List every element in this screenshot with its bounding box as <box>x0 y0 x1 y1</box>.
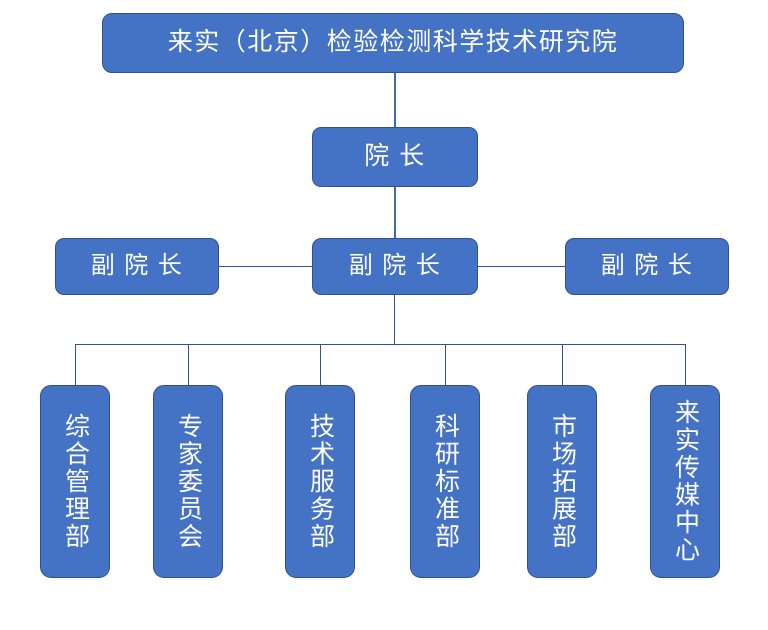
connector-vp-to-department-bus <box>394 295 395 344</box>
org-node-president-label: 院 长 <box>364 142 426 171</box>
org-node-vice-president-left[interactable]: 副 院 长 <box>55 238 219 295</box>
org-node-vice-president-center-label: 副 院 长 <box>348 252 442 280</box>
org-node-root-label: 来实（北京）检验检测科学技术研究院 <box>167 28 619 57</box>
org-node-vice-president-left-label: 副 院 长 <box>90 252 184 280</box>
org-node-vice-president-center[interactable]: 副 院 长 <box>312 238 478 295</box>
connector-root-to-president <box>394 73 396 127</box>
org-node-president[interactable]: 院 长 <box>312 127 478 187</box>
org-node-root[interactable]: 来实（北京）检验检测科学技术研究院 <box>102 13 684 73</box>
org-node-department-research-standards[interactable]: 科研标准部 <box>410 385 480 578</box>
org-node-department-general-management-label: 综合管理部 <box>61 412 90 551</box>
org-node-department-market-development-label: 市场拓展部 <box>548 412 577 551</box>
org-node-department-laishi-media-center[interactable]: 来实传媒中心 <box>650 385 720 578</box>
org-node-department-technical-service-label: 技术服务部 <box>306 412 335 551</box>
org-node-department-expert-committee-label: 专家委员会 <box>174 412 203 551</box>
org-node-department-market-development[interactable]: 市场拓展部 <box>527 385 597 578</box>
connector-drop-dept-0 <box>75 344 76 385</box>
connector-drop-dept-5 <box>685 344 686 385</box>
org-node-department-expert-committee[interactable]: 专家委员会 <box>153 385 223 578</box>
org-node-department-laishi-media-center-label: 来实传媒中心 <box>671 399 700 564</box>
connector-president-to-vp <box>394 187 396 238</box>
org-node-department-general-management[interactable]: 综合管理部 <box>40 385 110 578</box>
org-node-vice-president-right-label: 副 院 长 <box>600 252 694 280</box>
connector-vp-right-link <box>478 266 565 267</box>
connector-drop-dept-4 <box>562 344 563 385</box>
connector-department-bus <box>75 344 686 345</box>
connector-vp-left-link <box>219 266 312 267</box>
connector-drop-dept-1 <box>188 344 189 385</box>
org-node-department-research-standards-label: 科研标准部 <box>431 412 460 551</box>
org-node-vice-president-right[interactable]: 副 院 长 <box>565 238 729 295</box>
org-node-department-technical-service[interactable]: 技术服务部 <box>285 385 355 578</box>
connector-drop-dept-3 <box>445 344 446 385</box>
connector-drop-dept-2 <box>320 344 321 385</box>
